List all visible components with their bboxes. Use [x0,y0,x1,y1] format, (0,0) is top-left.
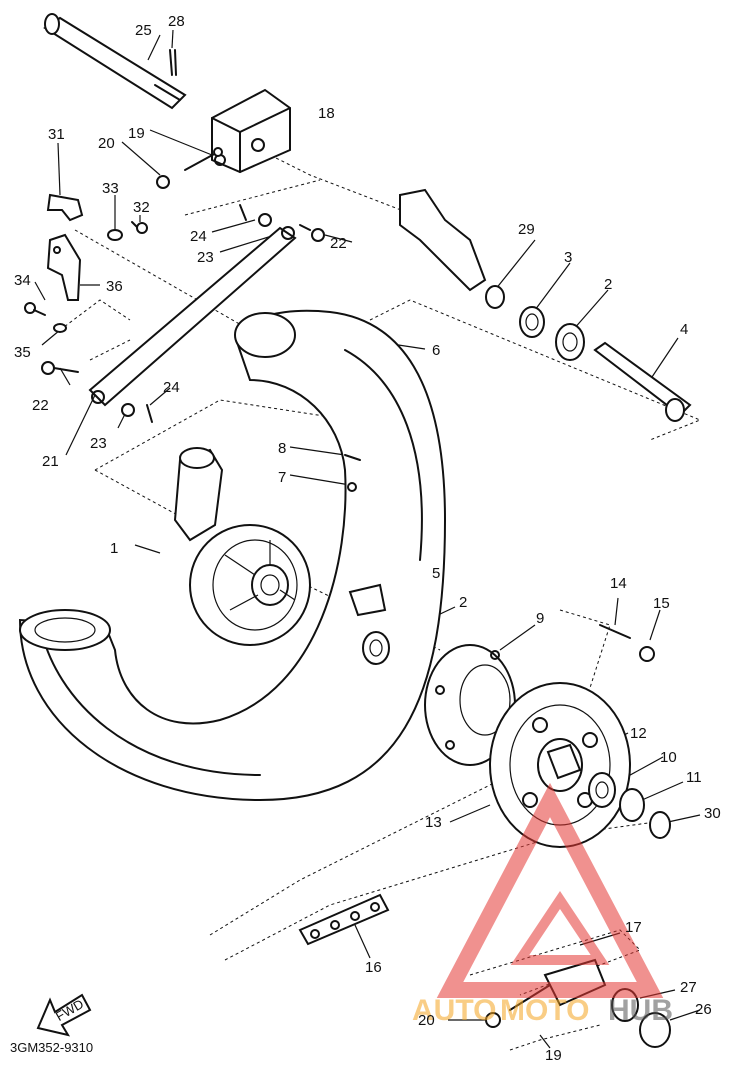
callout-label: 17 [625,919,642,936]
watermark-text-mid: MOTO [500,994,589,1027]
callout-label: 36 [106,278,123,295]
callout-label: 20 [418,1012,435,1029]
callout-label: 11 [686,769,702,786]
callout-label: 20 [98,135,115,152]
bearing-10 [588,772,616,808]
adjuster-bolt [184,147,223,171]
bearing-2-top [555,323,585,361]
callout-label: 25 [135,22,152,39]
nut-23-upper [258,213,272,227]
callout-label: 9 [536,610,544,627]
nut-20-top [156,175,170,189]
callout-label: 26 [695,1001,712,1018]
watermark-logo: AUTO MOTO HUB [412,782,673,1027]
collar-29 [485,285,505,309]
nut-23-lower [121,403,135,417]
collar-12 [546,743,582,780]
torque-arm [88,226,297,407]
diagram-code: 3GM352-9310 [10,1040,93,1055]
callout-label: 22 [330,235,347,252]
bracket-36 [46,233,82,301]
callout-label: 32 [133,199,150,216]
callout-label: 24 [190,228,207,245]
callout-label: 1 [110,540,118,557]
callout-label: 8 [278,440,286,457]
watermark-triangle-outer [436,782,664,998]
callout-label: 16 [365,959,382,976]
callout-label: 13 [425,814,442,831]
damper-5 [348,583,387,617]
callout-label: 24 [163,379,180,396]
chain-adjuster-block [211,88,291,174]
bearing-2-mid [362,631,390,665]
pin-24-upper [239,204,247,221]
bolt-32 [131,221,148,234]
stud-bolt-14 [599,624,631,639]
callout-label: 33 [102,180,119,197]
spacer-4 [593,341,692,422]
callout-label: 31 [48,126,65,143]
callout-label: 12 [630,725,647,742]
bolt-22-right [299,224,325,242]
oil-seal-11 [619,788,645,822]
watermark-text-left: AUTO [412,994,496,1027]
callout-label: 7 [278,469,286,486]
callout-label: 22 [32,397,49,414]
wheel-hub [173,447,311,646]
pivot-shaft [43,13,187,110]
callout-label: 29 [518,221,535,238]
callout-label: 30 [704,805,721,822]
callout-label: 34 [14,272,31,289]
tire-valve-8 [344,454,361,461]
callout-label: 23 [90,435,107,452]
callout-label: 4 [680,321,688,338]
bracket-31 [46,193,84,222]
drive-chain [298,893,390,946]
callout-label: 3 [564,249,572,266]
callout-label: 19 [545,1047,562,1064]
callout-label: 5 [432,565,440,582]
callout-labels: 1 2 2 3 4 5 6 7 8 9 10 11 12 13 14 15 16… [14,13,721,1064]
washer-33 [107,229,123,241]
callout-label: 6 [432,342,440,359]
watermark-triangle-inner [510,890,610,965]
forward-arrow: FWD [36,993,92,1037]
callout-label: 14 [610,575,627,592]
rear-wheel [18,309,447,802]
nut-15 [639,646,655,662]
nut-20-lower [485,1012,501,1028]
callout-label: 2 [604,276,612,293]
callout-label: 21 [42,453,59,470]
callout-label: 28 [168,13,185,30]
cotter-pin [169,49,177,76]
brake-caliper-bracket [399,188,487,292]
callout-label: 35 [14,344,31,361]
bolt-22-left [41,361,79,375]
callout-label: 18 [318,105,335,122]
pin-24-lower [146,404,153,423]
callout-label: 10 [660,749,677,766]
valve-7 [347,482,357,492]
callout-label: 23 [197,249,214,266]
washer-35 [53,323,67,333]
axle-nut-26 [639,1012,671,1048]
collar-30 [649,811,671,839]
bolt-34 [24,302,46,316]
callout-label: 27 [680,979,697,996]
oil-seal-3 [519,306,545,338]
watermark-text-right: HUB [608,994,673,1027]
callout-label: 2 [459,594,467,611]
callout-label: 15 [653,595,670,612]
callout-label: 19 [128,125,145,142]
